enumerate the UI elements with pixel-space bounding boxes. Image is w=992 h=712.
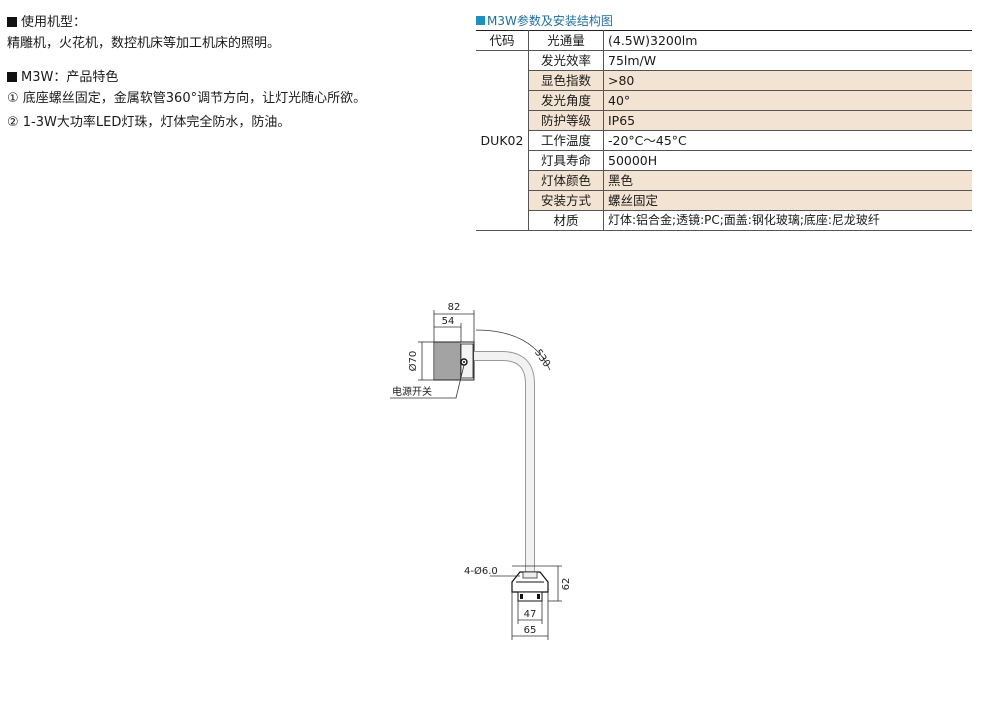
value-cell: -20°C～45°C — [603, 130, 972, 151]
square-bullet-icon — [7, 17, 17, 27]
usage-section: 使用机型： 精雕机，火花机，数控机床等加工机床的照明。 M3W：产品特色 ① 底… — [7, 12, 447, 133]
table-row: 防护等级 IP65 — [476, 110, 972, 131]
param-cell: 工作温度 — [528, 130, 604, 151]
lamp-drawing: 82 54 Ø70 530 电源开关 4-Ø6.0 62 47 65 — [390, 302, 572, 640]
dim-65: 65 — [524, 625, 537, 636]
table-row: 工作温度 -20°C～45°C — [476, 130, 972, 151]
square-bullet-icon — [476, 16, 485, 25]
value-cell: 50000H — [603, 150, 972, 171]
flexible-arm — [474, 351, 535, 572]
table-row: 材质 灯体:铝合金;透镜:PC;面盖:钢化玻璃;底座:尼龙玻纤 — [476, 210, 972, 231]
usage-text: 精雕机，火花机，数控机床等加工机床的照明。 — [7, 36, 281, 51]
feature-1: ① 底座螺丝固定，金属软管360°调节方向，让灯光随心所欲。 — [7, 91, 367, 106]
lamp-head — [433, 341, 475, 381]
param-cell: 发光角度 — [528, 90, 604, 111]
dim-62: 62 — [561, 578, 572, 591]
table-row: DUK02 发光效率 75lm/W — [476, 50, 972, 231]
spec-title: M3W参数及安装结构图 — [476, 12, 972, 30]
table-row: 发光角度 40° — [476, 90, 972, 111]
table-row: 灯体颜色 黑色 — [476, 170, 972, 191]
value-cell: >80 — [603, 70, 972, 91]
value-cell: 75lm/W — [603, 50, 972, 71]
usage-title: 使用机型： — [7, 12, 447, 33]
holes-label: 4-Ø6.0 — [464, 565, 498, 577]
dim-47: 47 — [524, 609, 537, 620]
dim-530: 530 — [532, 348, 552, 370]
square-bullet-icon — [7, 72, 17, 82]
switch-label: 电源开关 — [392, 385, 432, 398]
header-value: (4.5W)3200lm — [603, 30, 972, 51]
value-cell: IP65 — [603, 110, 972, 131]
value-cell: 40° — [603, 90, 972, 111]
lamp-base — [511, 571, 549, 602]
spec-table: 代码 光通量 (4.5W)3200lm DUK02 发光效率 75lm/W 显色… — [476, 30, 972, 231]
param-cell: 灯体颜色 — [528, 170, 604, 191]
table-row: 安装方式 螺丝固定 — [476, 190, 972, 211]
features-title: M3W：产品特色 — [7, 67, 447, 88]
dim-82: 82 — [448, 302, 461, 313]
product-code: DUK02 — [476, 50, 529, 231]
value-cell: 灯体:铝合金;透镜:PC;面盖:钢化玻璃;底座:尼龙玻纤 — [603, 210, 972, 231]
table-row: 灯具寿命 50000H — [476, 150, 972, 171]
param-cell: 材质 — [528, 210, 604, 231]
param-cell: 防护等级 — [528, 110, 604, 131]
dim-54: 54 — [442, 316, 455, 327]
param-cell: 发光效率 — [528, 50, 604, 71]
param-cell: 显色指数 — [528, 70, 604, 91]
param-cell: 安装方式 — [528, 190, 604, 211]
header-param: 光通量 — [528, 30, 604, 51]
table-header-row: 代码 光通量 (4.5W)3200lm — [476, 30, 972, 51]
table-row: 显色指数 >80 — [476, 70, 972, 91]
header-code: 代码 — [476, 30, 529, 51]
value-cell: 螺丝固定 — [603, 190, 972, 211]
spec-section: M3W参数及安装结构图 代码 光通量 (4.5W)3200lm DUK02 发光… — [476, 12, 972, 231]
value-cell: 黑色 — [603, 170, 972, 191]
dim-d70: Ø70 — [407, 351, 419, 372]
param-cell: 灯具寿命 — [528, 150, 604, 171]
feature-2: ② 1-3W大功率LED灯珠，灯体完全防水，防油。 — [7, 115, 291, 130]
